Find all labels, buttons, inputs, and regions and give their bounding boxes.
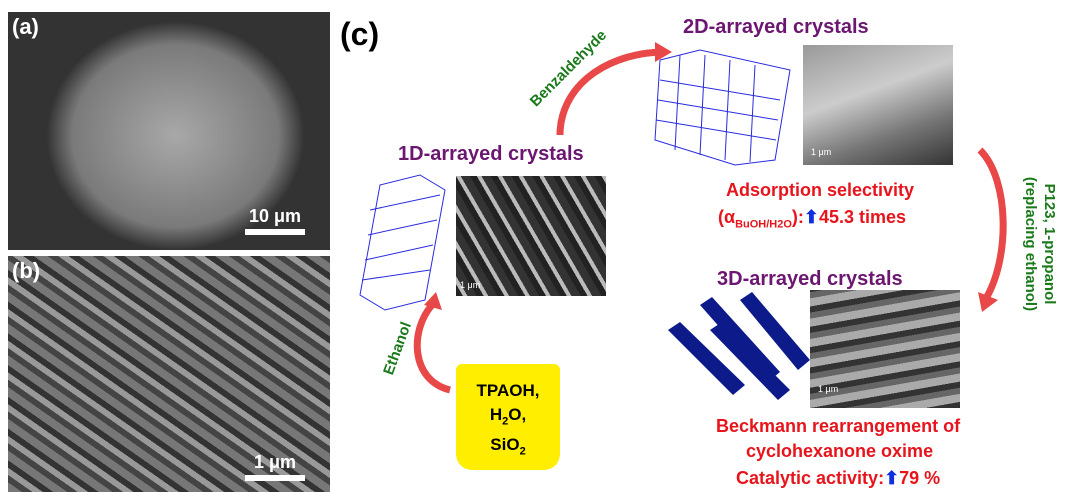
beaker-h2o: H2O, <box>489 405 527 428</box>
panel-a-label: (a) <box>12 14 39 39</box>
beaker: TPAOH, H2O, SiO2 <box>456 364 560 470</box>
scale-label: 1 μm <box>253 452 297 472</box>
sem-image-a <box>8 12 330 250</box>
up-arrow-icon: ⬆ <box>884 468 900 488</box>
panel-b-label: (b) <box>12 258 41 283</box>
adsorption-value: (αBuOH/H2O):⬆45.3 times <box>718 207 906 231</box>
scale-bar-a: 10 μm <box>245 206 305 235</box>
p123-line2: (replacing ethanol) <box>1022 176 1039 312</box>
up-arrow-icon: ⬆ <box>803 207 819 227</box>
beaker-sio2: SiO2 <box>490 435 526 458</box>
blocks-3d-icon <box>668 292 810 400</box>
title-3d: 3D-arrayed crystals <box>717 268 903 290</box>
scale-label: 1 μm <box>811 147 832 157</box>
p123-line1: P123, 1-propanol <box>1041 183 1058 305</box>
arrow-p123 <box>977 147 1007 302</box>
scale-bar-b: 1 μm <box>245 452 305 481</box>
sem-image-2d: 1 μm <box>803 45 953 165</box>
arrow-benzaldehyde <box>556 48 661 136</box>
alpha-sub: BuOH/H2O <box>735 218 792 231</box>
scale-label: 1 μm <box>818 384 839 394</box>
sem-image-1d: 1 μm <box>456 176 606 296</box>
colon: ): <box>791 207 804 227</box>
panel-c-label: (c) <box>340 16 380 52</box>
beckmann-line2: cyclohexanone oxime <box>746 441 934 461</box>
adsorption-title: Adsorption selectivity <box>726 180 915 200</box>
p123-label: P123, 1-propanol (replacing ethanol) <box>1021 164 1059 324</box>
scale-label: 10 μm <box>248 206 302 226</box>
sem-image-3d: 1 μm <box>810 290 960 408</box>
beaker-tpaoh: TPAOH, <box>476 381 540 400</box>
wireframe-2d-icon <box>654 49 791 166</box>
sem-image-b <box>8 256 330 492</box>
alpha: (α <box>718 207 736 227</box>
title-2d: 2D-arrayed crystals <box>683 16 869 38</box>
catalytic-label: Catalytic activity: <box>736 468 885 488</box>
arrow-ethanol <box>413 302 452 394</box>
beckmann-line1: Beckmann rearrangement of <box>716 416 961 436</box>
title-1d: 1D-arrayed crystals <box>398 143 584 165</box>
scale-label: 1 μm <box>460 280 481 290</box>
catalytic-value: 79 % <box>899 468 941 488</box>
selectivity-value: 45.3 times <box>819 207 907 227</box>
catalytic-activity: Catalytic activity:⬆79 % <box>736 468 940 489</box>
wireframe-1d-icon <box>359 174 446 311</box>
